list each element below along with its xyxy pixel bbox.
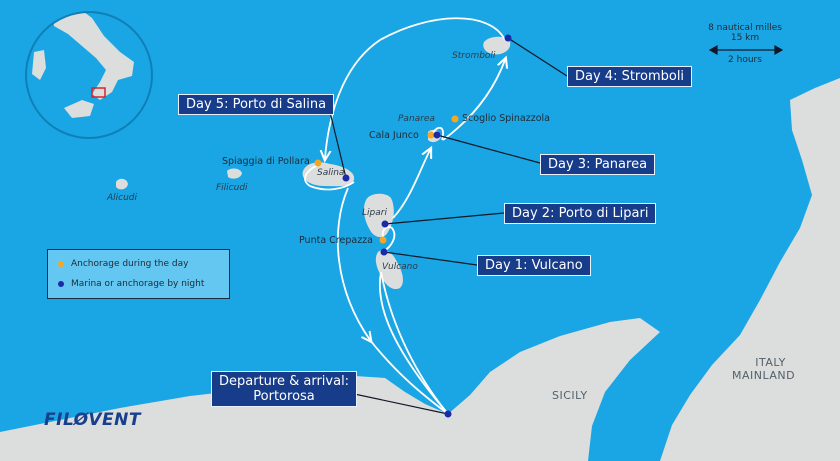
map-legend: Anchorage during the day Marina or ancho… <box>47 249 230 299</box>
filicudi-island <box>227 168 242 179</box>
panarea-night-dot <box>433 131 441 139</box>
cala-junco-label: Cala Junco <box>369 130 419 141</box>
vulcano-night-dot <box>380 248 388 256</box>
route-stromboli-to-salina <box>325 17 506 158</box>
day2-porto-di-lipari-label: Day 2: Porto di Lipari <box>504 203 657 224</box>
route-salina-loop <box>304 163 355 191</box>
italy-mainland-landmass <box>660 78 840 461</box>
marina-dot-icon <box>58 280 64 287</box>
inset-sicily-shape <box>64 100 94 118</box>
anchorage-dot-icon <box>58 260 64 267</box>
italy-label-line2: MAINLAND <box>732 369 796 382</box>
filovent-logo: FILØVENT <box>44 410 141 430</box>
day3-panarea-label: Day 3: Panarea <box>540 154 656 175</box>
day4-stromboli-label: Day 4: Stromboli <box>567 66 693 87</box>
alicudi-island <box>116 178 128 190</box>
vulcano-island <box>375 249 403 290</box>
departure-label-line1: Departure & arrival: <box>219 374 350 389</box>
salina-night-dot <box>342 174 350 182</box>
scale-bar <box>708 44 784 56</box>
inset-highlight-box <box>91 87 106 98</box>
crepazza-anchorage-dot <box>379 236 387 244</box>
italy-mainland-label: ITALY MAINLAND <box>732 356 795 382</box>
punta-crepazza-label: Punta Crepazza <box>299 235 373 246</box>
panarea-label: Panarea <box>398 114 435 124</box>
salina-island <box>302 162 355 187</box>
lipari-night-dot <box>381 220 389 228</box>
italy-label-line1: ITALY <box>755 356 786 369</box>
scale-legend: 8 nautical milles 15 km 2 hours <box>704 23 786 65</box>
departure-arrival-portorosa-label: Departure & arrival: Portorosa <box>211 371 358 407</box>
departure-label-line2: Portorosa <box>253 389 315 404</box>
legend-marina-text: Marina or anchorage by night <box>71 279 205 289</box>
route-lipari-to-panarea <box>392 150 430 219</box>
salina-label: Salina <box>317 168 345 178</box>
legend-marina-row: Marina or anchorage by night <box>58 279 204 289</box>
stromboli-label: Stromboli <box>452 51 496 61</box>
scale-nautical-miles: 8 nautical milles <box>708 23 782 33</box>
cala-junco-anchorage-dot <box>427 131 435 139</box>
route-salina-to-portorosa <box>336 187 449 415</box>
label-leader-lines <box>329 37 568 415</box>
scale-km: 15 km <box>730 33 760 43</box>
pollara-anchorage-dot <box>314 159 322 167</box>
route-vulcano-to-lipari <box>381 226 396 253</box>
strait-of-messina <box>662 322 690 380</box>
scoglio-spinazzola-label: Scoglio Spinazzola <box>462 113 550 124</box>
scale-time: 2 hours <box>728 55 762 65</box>
sicily-label: SICILY <box>552 389 588 402</box>
inset-sardinia-shape <box>32 50 46 80</box>
portorosa-night-dot <box>444 410 452 418</box>
scoglio-spinazzola-anchorage-dot <box>451 115 459 123</box>
vulcano-label: Vulcano <box>382 262 418 272</box>
route-panarea-to-stromboli <box>442 60 505 141</box>
alicudi-label: Alicudi <box>107 193 138 203</box>
filicudi-label: Filicudi <box>216 183 248 193</box>
lipari-label: Lipari <box>362 208 387 218</box>
stromboli-island <box>483 36 511 55</box>
inset-italy-shape <box>52 12 134 100</box>
spiaggia-di-pollara-label: Spiaggia di Pollara <box>222 156 310 167</box>
legend-anchorage-row: Anchorage during the day <box>58 259 188 269</box>
route-vulcano-inner-loop <box>378 271 449 415</box>
legend-anchorage-text: Anchorage during the day <box>71 259 189 269</box>
inset-locator-map <box>25 11 153 139</box>
day5-porto-di-salina-label: Day 5: Porto di Salina <box>178 94 335 115</box>
stromboli-night-dot <box>504 34 512 42</box>
day1-vulcano-label: Day 1: Vulcano <box>477 255 591 276</box>
